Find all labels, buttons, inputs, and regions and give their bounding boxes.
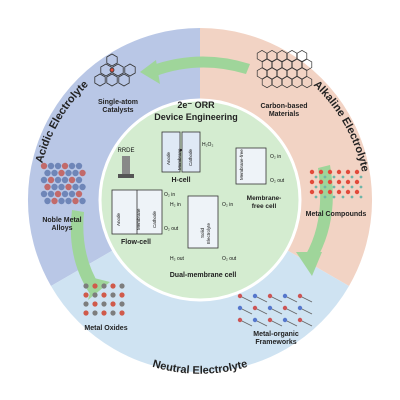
- noble-alloy-icon: [40, 162, 86, 205]
- arrow-top: [150, 56, 250, 76]
- dual-membrane-drawing: Solid Electrolyte H₂ in O₂ in H₂ out O₂ …: [170, 195, 237, 279]
- metal-compounds-icon: [309, 169, 363, 199]
- h-cell-membrane: Membrane: [177, 148, 182, 170]
- center-title-2: Device Engineering: [154, 112, 238, 122]
- membrane-free-drawing: Membrane-free O₂ in O₂ out Membrane- fre…: [235, 147, 285, 210]
- mof-label-1: Metal-organic: [253, 331, 299, 338]
- carbon-label-1: Carbon-based: [260, 103, 307, 110]
- dual-solid: Solid: [200, 227, 205, 238]
- single-atom-lattice-icon: [94, 53, 136, 87]
- h-cell-h2o2: H₂O₂: [202, 142, 213, 148]
- arrow-left: [70, 210, 100, 294]
- flow-membrane: Membrane: [136, 208, 141, 230]
- dual-o2-in: O₂ in: [222, 202, 233, 208]
- dual-electrolyte: Electrolyte: [206, 222, 211, 244]
- center-title-1: 2e⁻ ORR: [177, 100, 215, 110]
- flow-cell-drawing: Anode Membrane Cathode O₂ in O₂ out Flow…: [111, 189, 179, 246]
- rrde-icon: RRDE: [117, 148, 135, 178]
- mf-label-2: free cell: [252, 203, 277, 210]
- metal-compounds-label: Metal Compounds: [306, 211, 367, 218]
- flow-o2-in: O₂ in: [164, 192, 175, 198]
- mf-o2-out: O₂ out: [270, 178, 285, 184]
- h-cell-drawing: Anode Membrane Cathode H₂O₂ H-cell: [161, 131, 213, 184]
- arrow-right-head: [296, 252, 322, 276]
- dual-membrane-label: Dual-membrane cell: [170, 272, 237, 279]
- carbon-honeycomb-icon: [256, 49, 313, 89]
- noble-label-1: Noble Metal: [42, 217, 81, 224]
- metal-oxides-icon: [83, 283, 125, 316]
- flow-cell-label: Flow-cell: [121, 239, 151, 246]
- flow-anode: Anode: [116, 212, 121, 226]
- mf-o2-in: O₂ in: [270, 154, 281, 160]
- single-atom-label-2: Catalysts: [102, 107, 133, 114]
- noble-label-2: Alloys: [51, 225, 72, 232]
- dual-h2-in: H₂ in: [170, 202, 181, 208]
- dual-h2-out: H₂ out: [170, 256, 185, 262]
- h-cell-anode: Anode: [166, 151, 171, 165]
- mof-label-2: Frameworks: [255, 339, 296, 346]
- carbon-label-2: Materials: [269, 111, 299, 118]
- mf-label-1: Membrane-: [247, 195, 282, 202]
- mof-icon: [237, 293, 313, 327]
- arrow-right: [305, 165, 333, 262]
- h-cell-label: H-cell: [171, 177, 190, 184]
- arrow-top-head: [140, 60, 160, 84]
- single-atom-label-1: Single-atom: [98, 99, 138, 106]
- flow-cathode: Cathode: [152, 210, 157, 228]
- dual-o2-out: O₂ out: [222, 256, 237, 262]
- mf-inner-label: Membrane-free: [239, 149, 244, 180]
- h-cell-cathode: Cathode: [188, 148, 193, 166]
- metal-oxides-label: Metal Oxides: [84, 325, 127, 332]
- rrde-label: RRDE: [117, 148, 134, 154]
- flow-o2-out: O₂ out: [164, 226, 179, 232]
